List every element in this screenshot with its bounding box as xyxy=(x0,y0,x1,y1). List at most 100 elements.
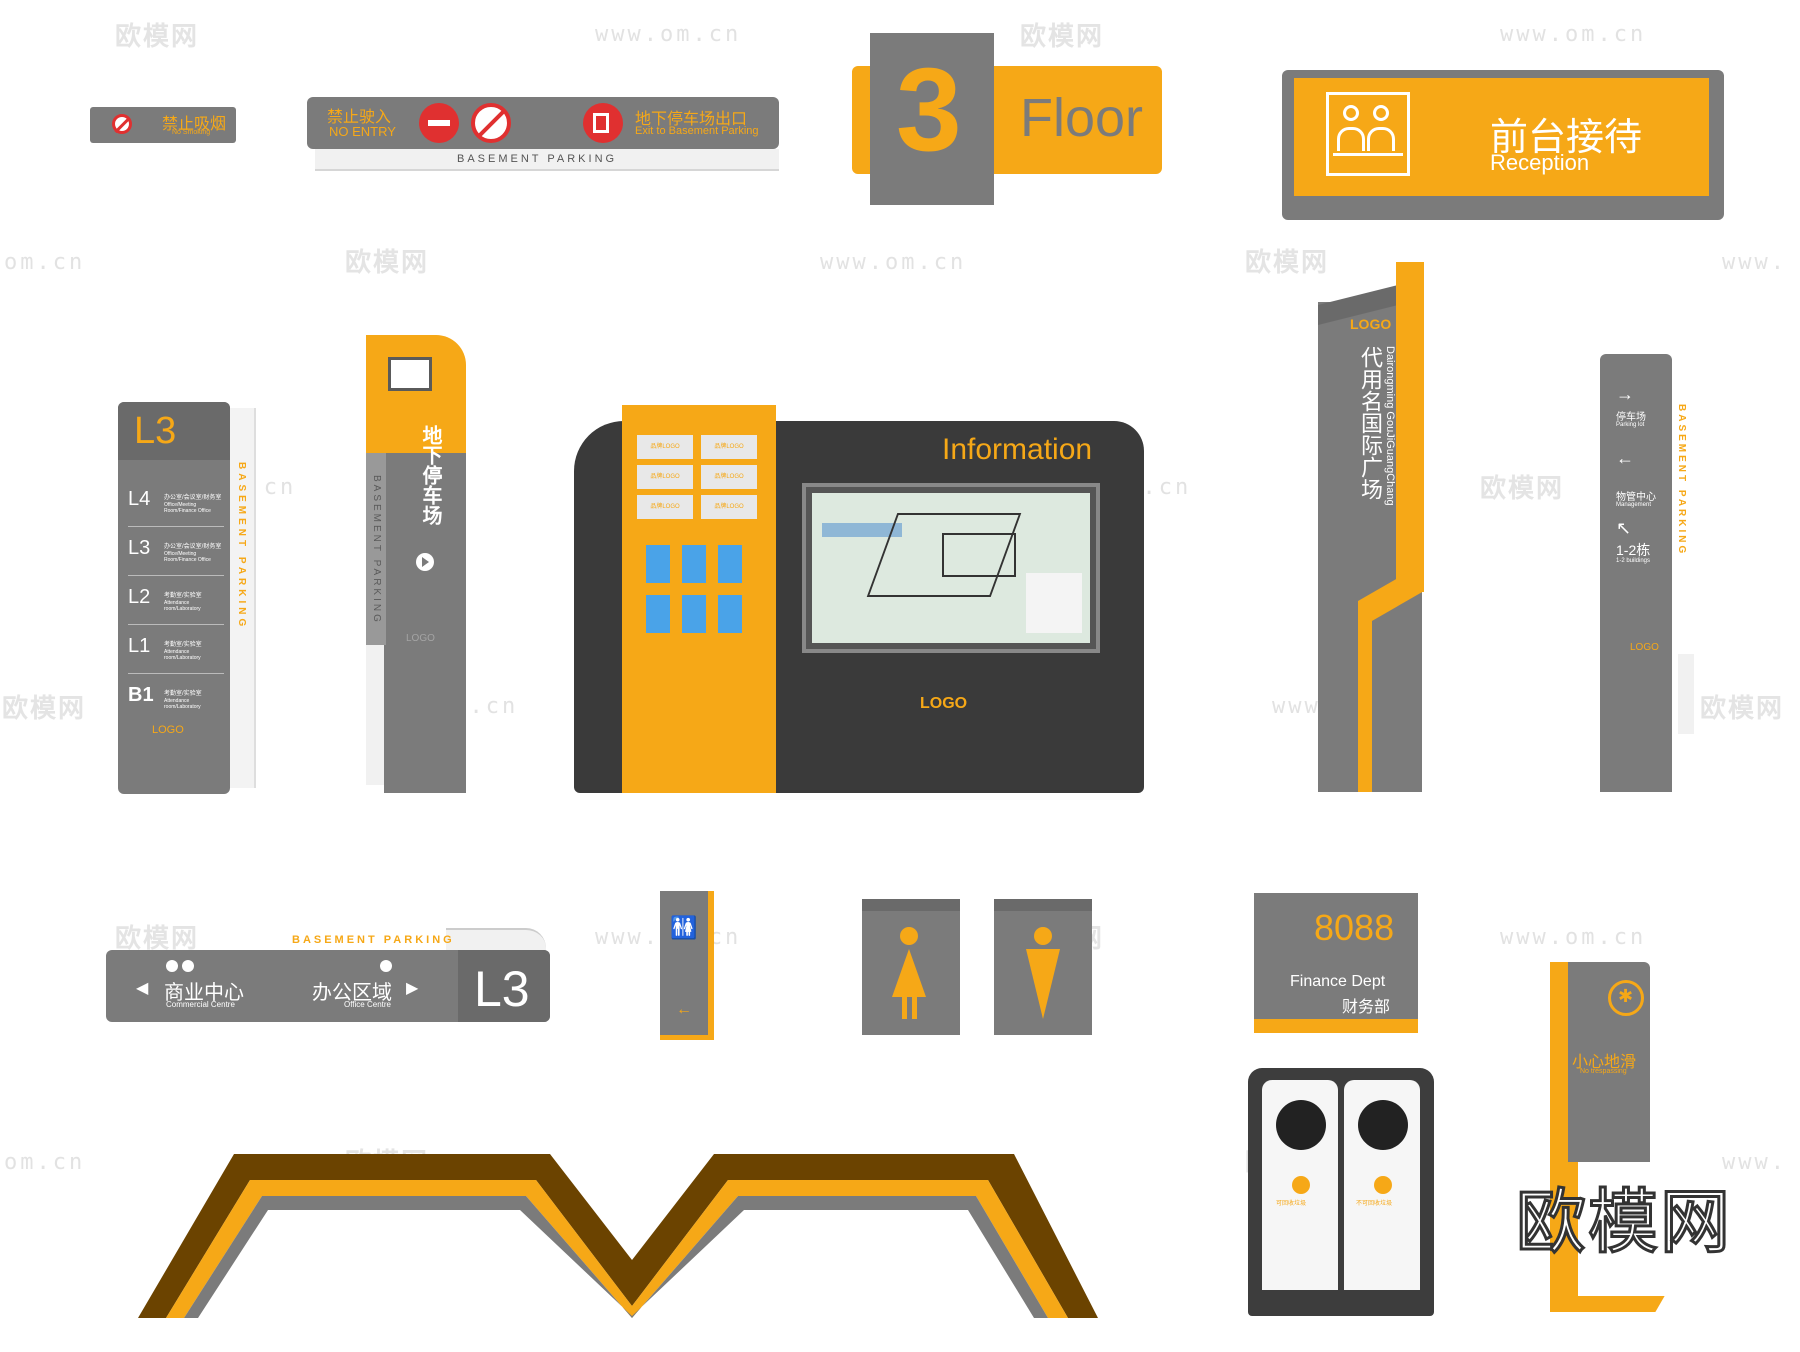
floor-number: 3 xyxy=(896,44,962,176)
room-dept-en: Finance Dept xyxy=(1290,973,1386,990)
watermark-url-edge-right: www. xyxy=(1722,250,1787,275)
kiosk-key[interactable] xyxy=(682,595,706,633)
floor-directory-totem: L3 BASEMENT PARKING L4 办公室/会议室/财务室 Offic… xyxy=(118,402,258,794)
reception-cn: 前台接待 xyxy=(1490,117,1643,159)
directory-level: B1 xyxy=(128,684,154,706)
directory-level: L2 xyxy=(128,586,151,608)
kiosk-logo-button[interactable]: 品牌LOGO xyxy=(701,465,757,489)
plaza-cn: 代用名国际广场 xyxy=(1358,346,1383,500)
watermark-url: www.om.cn xyxy=(1500,22,1647,47)
direction-item: → 停车场 Parking lot xyxy=(1614,384,1670,448)
bin-opening xyxy=(1276,1100,1326,1150)
watermark-url: www.om.cn xyxy=(820,250,967,275)
directory-level: L4 xyxy=(128,488,151,510)
no-smoking-en: No Smoking xyxy=(172,129,211,136)
kiosk-logo-button[interactable]: 品牌LOGO xyxy=(637,495,693,519)
watermark-brand: 欧模网 xyxy=(1480,473,1565,503)
men-toilet-sign xyxy=(994,899,1092,1035)
hanging-right-en: Office Centre xyxy=(344,1000,391,1009)
direction-logo: LOGO xyxy=(1630,642,1659,653)
kiosk-key[interactable] xyxy=(682,545,706,583)
directory-desc-en: Office/Meeting Room/Finance Office xyxy=(164,551,211,563)
watermark-brand: 欧模网 xyxy=(345,247,430,277)
hanging-top-label: BASEMENT PARKING xyxy=(292,934,455,946)
kiosk-logo: LOGO xyxy=(920,695,968,712)
direction-side-label: BASEMENT PARKING xyxy=(1676,404,1687,557)
watermark-brand: 欧模网 xyxy=(115,16,199,53)
recycle-icon xyxy=(1374,1176,1392,1194)
caution-totem: ✱ 小心地滑 No trespassing xyxy=(1550,962,1665,1312)
toilet-blade-sign: 🚻 ← xyxy=(660,891,716,1040)
no-smoking-icon xyxy=(112,114,132,134)
room-number: 8088 xyxy=(1314,907,1395,948)
office-icon xyxy=(380,960,392,972)
parking-totem: 地下停车场 BASEMENT PARKING LOGO xyxy=(366,335,468,793)
parking-totem-logo: LOGO xyxy=(406,633,435,644)
directory-row: L3 办公室/会议室/财务室 Office/Meeting Room/Finan… xyxy=(128,527,224,576)
no-smoking-cn: 禁止吸烟 xyxy=(162,116,227,133)
bin-left-label: 可回收垃圾 xyxy=(1276,1201,1307,1207)
kiosk-screen xyxy=(802,483,1100,653)
watermark-url-edge-right: www. xyxy=(1722,1150,1787,1175)
direction-totem: BASEMENT PARKING → 停车场 Parking lot ← 物管中… xyxy=(1600,354,1700,792)
directory-desc-en: Attendance room/Laboratory xyxy=(164,649,201,661)
recycle-bin-right: 不可回收垃圾 xyxy=(1344,1080,1420,1290)
kiosk-logo-button[interactable]: 品牌LOGO xyxy=(637,465,693,489)
no-entry-en: NO ENTRY xyxy=(329,124,396,139)
kiosk-key[interactable] xyxy=(646,545,670,583)
kiosk-logo-button[interactable]: 品牌LOGO xyxy=(701,495,757,519)
direction-en: Management xyxy=(1616,502,1652,508)
information-kiosk: Information 品牌LOGO 品牌LOGO 品牌LOGO 品牌LOGO … xyxy=(574,405,1144,793)
kiosk-logo-button[interactable]: 品牌LOGO xyxy=(637,435,693,459)
kiosk-key[interactable] xyxy=(718,595,742,633)
arrow-right-icon: ▶ xyxy=(406,980,419,997)
directory-row: L1 考勤室/实验室 Attendance room/Laboratory xyxy=(128,625,224,674)
direction-cn: 停车场 xyxy=(1616,412,1646,423)
parking-bar-sign: 禁止驶入 NO ENTRY 地下停车场出口 Exit to Basement P… xyxy=(307,97,779,177)
directory-desc: 办公室/会议室/财务室 xyxy=(164,495,222,501)
kiosk-logo-button[interactable]: 品牌LOGO xyxy=(701,435,757,459)
hanging-direction-sign: BASEMENT PARKING ◀ 商业中心 Commercial Centr… xyxy=(106,928,550,1022)
bin-opening xyxy=(1358,1100,1408,1150)
directory-desc-en: Attendance room/Laboratory xyxy=(164,600,201,612)
directory-logo: LOGO xyxy=(152,724,184,736)
watermark-brand: 欧模网 xyxy=(2,693,87,723)
kiosk-key[interactable] xyxy=(646,595,670,633)
male-icon xyxy=(1034,927,1052,945)
bench-stripe xyxy=(166,1180,1068,1318)
directory-desc-en: Office/Meeting Room/Finance Office xyxy=(164,502,211,514)
no-entry-cn: 禁止驶入 xyxy=(327,109,392,126)
women-toilet-sign xyxy=(862,899,960,1035)
bench-top xyxy=(138,1154,1098,1318)
recycle-icon xyxy=(1292,1176,1310,1194)
directory-level: L1 xyxy=(128,635,151,657)
corner-brand-logo: 欧模网 xyxy=(1515,1180,1732,1265)
caution-en: No trespassing xyxy=(1580,1068,1627,1075)
exit-cn: 地下停车场出口 xyxy=(635,111,748,128)
recycle-bins: 可回收垃圾 不可回收垃圾 xyxy=(1248,1068,1434,1316)
no-pedestrian-icon xyxy=(471,103,511,143)
plaza-totem: LOGO 代用名国际广场 Dairongming GouJiGuangChang xyxy=(1318,262,1430,792)
room-number-plate: 8088 Finance Dept 财务部 xyxy=(1254,893,1418,1033)
directory-desc: 考勤室/实验室 xyxy=(164,593,202,599)
arrow-right-icon: → xyxy=(1616,384,1634,404)
directory-desc: 考勤室/实验室 xyxy=(164,691,202,697)
arrow-left-icon: ← xyxy=(1616,448,1634,468)
bench-illustration xyxy=(138,1154,1098,1318)
reception-sign: 前台接待 Reception xyxy=(1282,70,1724,220)
directory-desc: 办公室/会议室/财务室 xyxy=(164,544,222,550)
watermark-brand: 欧模网 xyxy=(1245,247,1330,277)
shopping-icon xyxy=(166,960,178,972)
arrow-left-icon: ◀ xyxy=(136,980,149,997)
directory-level: L3 xyxy=(128,537,151,559)
kiosk-key[interactable] xyxy=(718,545,742,583)
kiosk-button-grid: 品牌LOGO 品牌LOGO 品牌LOGO 品牌LOGO 品牌LOGO 品牌LOG… xyxy=(637,435,761,519)
bin-right-label: 不可回收垃圾 xyxy=(1356,1201,1393,1207)
direction-en: Parking lot xyxy=(1616,422,1645,428)
watermark-url: www.om.cn xyxy=(1500,925,1647,950)
arrow-circle-icon xyxy=(416,553,434,571)
recycle-bin-left: 可回收垃圾 xyxy=(1262,1080,1338,1290)
exit-icon xyxy=(583,103,623,143)
female-icon xyxy=(900,927,918,945)
watermark-url: www.om.cn xyxy=(595,22,742,47)
